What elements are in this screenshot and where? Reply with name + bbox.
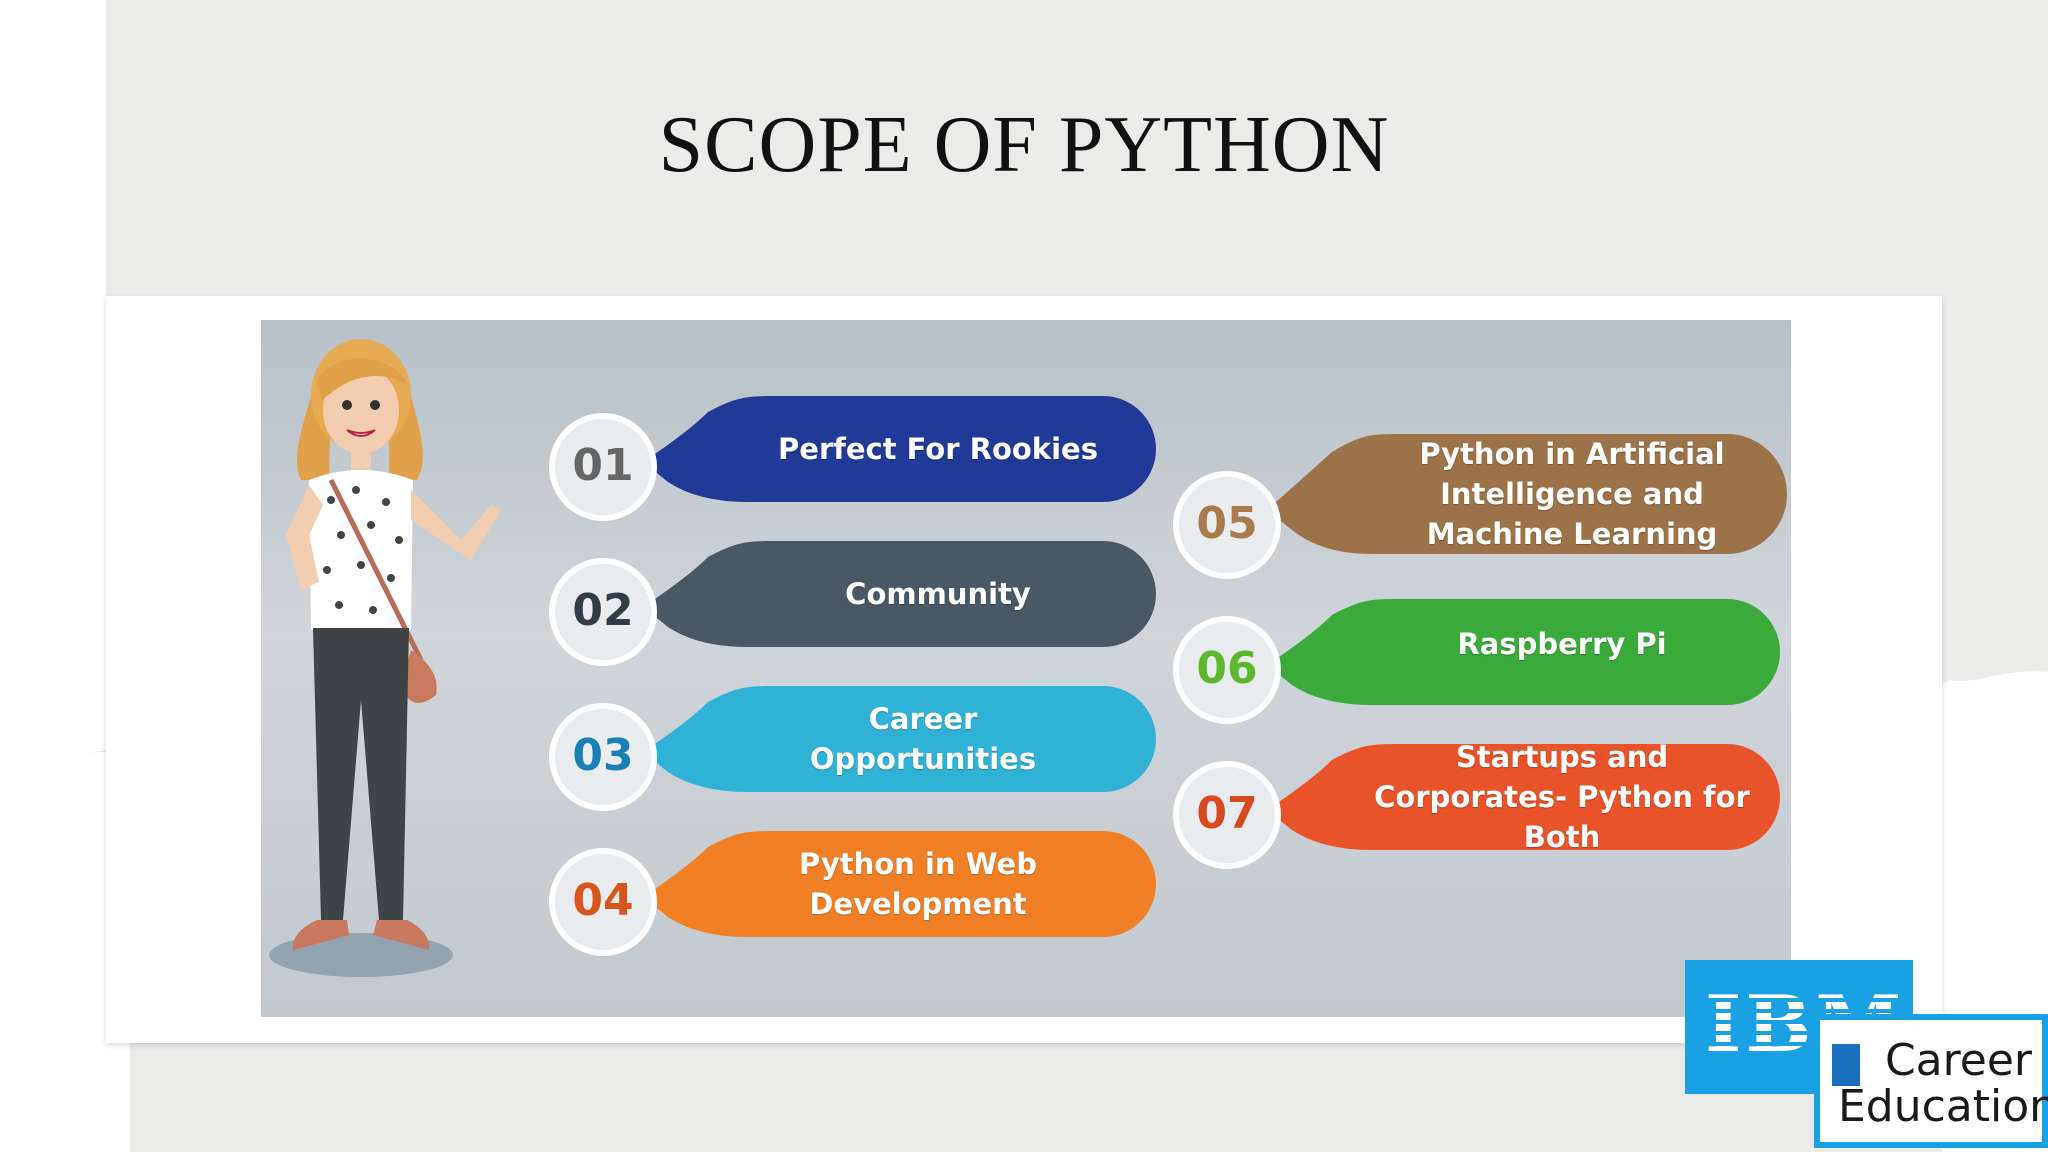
education-line: Education — [1838, 1081, 2048, 1132]
slide-title: SCOPE OF PYTHON — [658, 101, 1390, 189]
career-education-marker — [1832, 1044, 1860, 1086]
scope-item-07: 07 Startups and Corporates- Python for B… — [1172, 740, 1786, 870]
item-label-02: Community — [845, 577, 1031, 611]
scope-item-02: 02 Community — [548, 537, 1162, 667]
pill-04-shape — [549, 831, 1156, 956]
item-label-07: Startups and Corporates- Python for Both — [1374, 740, 1750, 854]
item-label-01: Perfect For Rookies — [778, 432, 1098, 466]
woman-illustration — [269, 339, 501, 977]
career-line: Career — [1884, 1035, 2032, 1086]
item-number-05: 05 — [1196, 498, 1258, 549]
item-number-07: 07 — [1196, 788, 1258, 839]
pill-01-shape — [549, 396, 1156, 521]
ibm-career-education-logo: IBM Career Education — [1685, 960, 2048, 1152]
pill-05-shape — [1173, 434, 1787, 579]
scope-item-03: 03 Career Opportunities — [548, 682, 1162, 812]
pill-07-shape — [1173, 744, 1780, 869]
item-number-01: 01 — [572, 440, 634, 491]
career-education-text: Career Education — [1838, 1035, 2048, 1132]
item-label-03: Career Opportunities — [809, 702, 1037, 776]
pill-03-shape — [549, 686, 1156, 811]
item-label-06: Raspberry Pi — [1457, 627, 1667, 661]
pill-06-shape — [1173, 599, 1780, 724]
item-number-04: 04 — [572, 875, 634, 926]
item-label-04: Python in Web Development — [799, 847, 1037, 921]
item-number-06: 06 — [1196, 643, 1258, 694]
scope-item-05: 05 Python in Artificial Intelligence and… — [1172, 430, 1787, 579]
item-number-03: 03 — [572, 730, 634, 781]
career-education-box: Career Education — [1814, 1014, 2048, 1148]
item-label-05: Python in Artificial Intelligence and Ma… — [1419, 437, 1725, 551]
scope-item-01: 01 Perfect For Rookies — [548, 392, 1162, 522]
scope-item-04: 04 Python in Web Development — [548, 827, 1162, 957]
pill-02-shape — [549, 541, 1156, 666]
scope-item-06: 06 Raspberry Pi — [1172, 595, 1786, 725]
item-number-02: 02 — [572, 585, 634, 636]
